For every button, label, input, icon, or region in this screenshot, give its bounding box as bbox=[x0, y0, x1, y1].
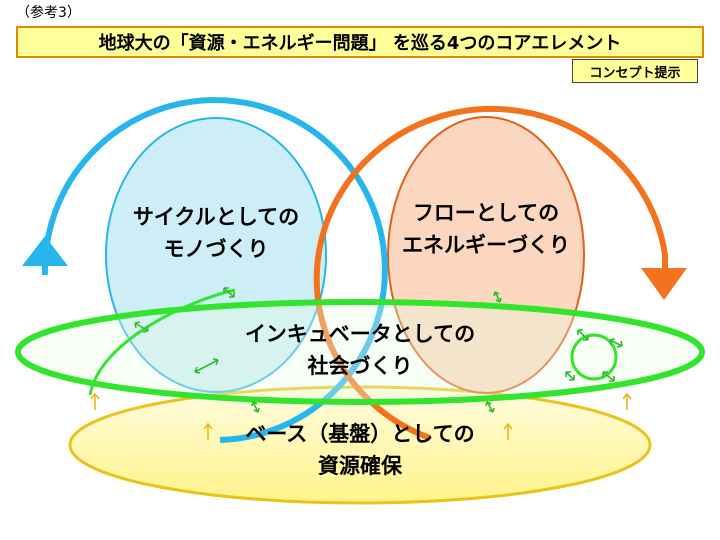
incubator-label-line1: インキュベータとしての bbox=[244, 322, 476, 346]
cycle-label-line2: モノづくり bbox=[163, 237, 269, 261]
flow-label-line2: エネルギーづくり bbox=[402, 233, 570, 257]
small-arrow bbox=[493, 291, 502, 303]
incubator-small-loop bbox=[570, 333, 618, 381]
cycle-label-line1: サイクルとしての bbox=[132, 205, 300, 229]
small-arrow bbox=[609, 338, 623, 348]
cycle-ring-arrowhead bbox=[22, 236, 68, 266]
small-arrow bbox=[565, 371, 575, 381]
small-arrows bbox=[134, 287, 623, 413]
incubator-left-arc bbox=[88, 288, 236, 396]
base-upward-arrows bbox=[90, 392, 632, 440]
upward-arrow bbox=[203, 422, 213, 440]
incubator-element-label: インキュベータとしての 社会づくり bbox=[230, 318, 490, 382]
upward-arrow bbox=[90, 392, 100, 410]
reference-label: （参考3） bbox=[16, 5, 81, 21]
small-arrow bbox=[251, 401, 260, 413]
small-arrow bbox=[577, 329, 589, 341]
flow-ring bbox=[313, 105, 668, 441]
small-arrow bbox=[223, 287, 235, 298]
incubator-ring bbox=[15, 299, 705, 405]
title-banner: 地球大の「資源・エネルギー問題」 を巡る4つのコアエレメント bbox=[16, 26, 704, 58]
small-arrow bbox=[602, 371, 615, 382]
incubator-label-line2: 社会づくり bbox=[307, 354, 413, 378]
base-label-line2: 資源確保 bbox=[318, 454, 402, 478]
flow-ring-arrowhead bbox=[641, 268, 687, 300]
base-element-label: ベース（基盤）としての 資源確保 bbox=[220, 418, 500, 482]
base-label-line1: ベース（基盤）としての bbox=[245, 422, 475, 446]
flow-inner-ellipse bbox=[387, 116, 585, 394]
flow-element-label: フローとしての エネルギーづくり bbox=[388, 197, 584, 261]
small-arrow bbox=[134, 321, 149, 333]
cycle-inner-ellipse bbox=[105, 117, 327, 393]
small-arrow bbox=[485, 401, 495, 413]
cycle-ring bbox=[41, 97, 388, 443]
small-arrow bbox=[194, 358, 219, 374]
flow-label-line1: フローとしての bbox=[412, 201, 560, 225]
upward-arrow bbox=[503, 422, 513, 440]
upward-arrow bbox=[622, 392, 632, 410]
concept-badge: コンセプト提示 bbox=[572, 59, 698, 83]
cycle-element-label: サイクルとしての モノづくり bbox=[106, 201, 326, 265]
